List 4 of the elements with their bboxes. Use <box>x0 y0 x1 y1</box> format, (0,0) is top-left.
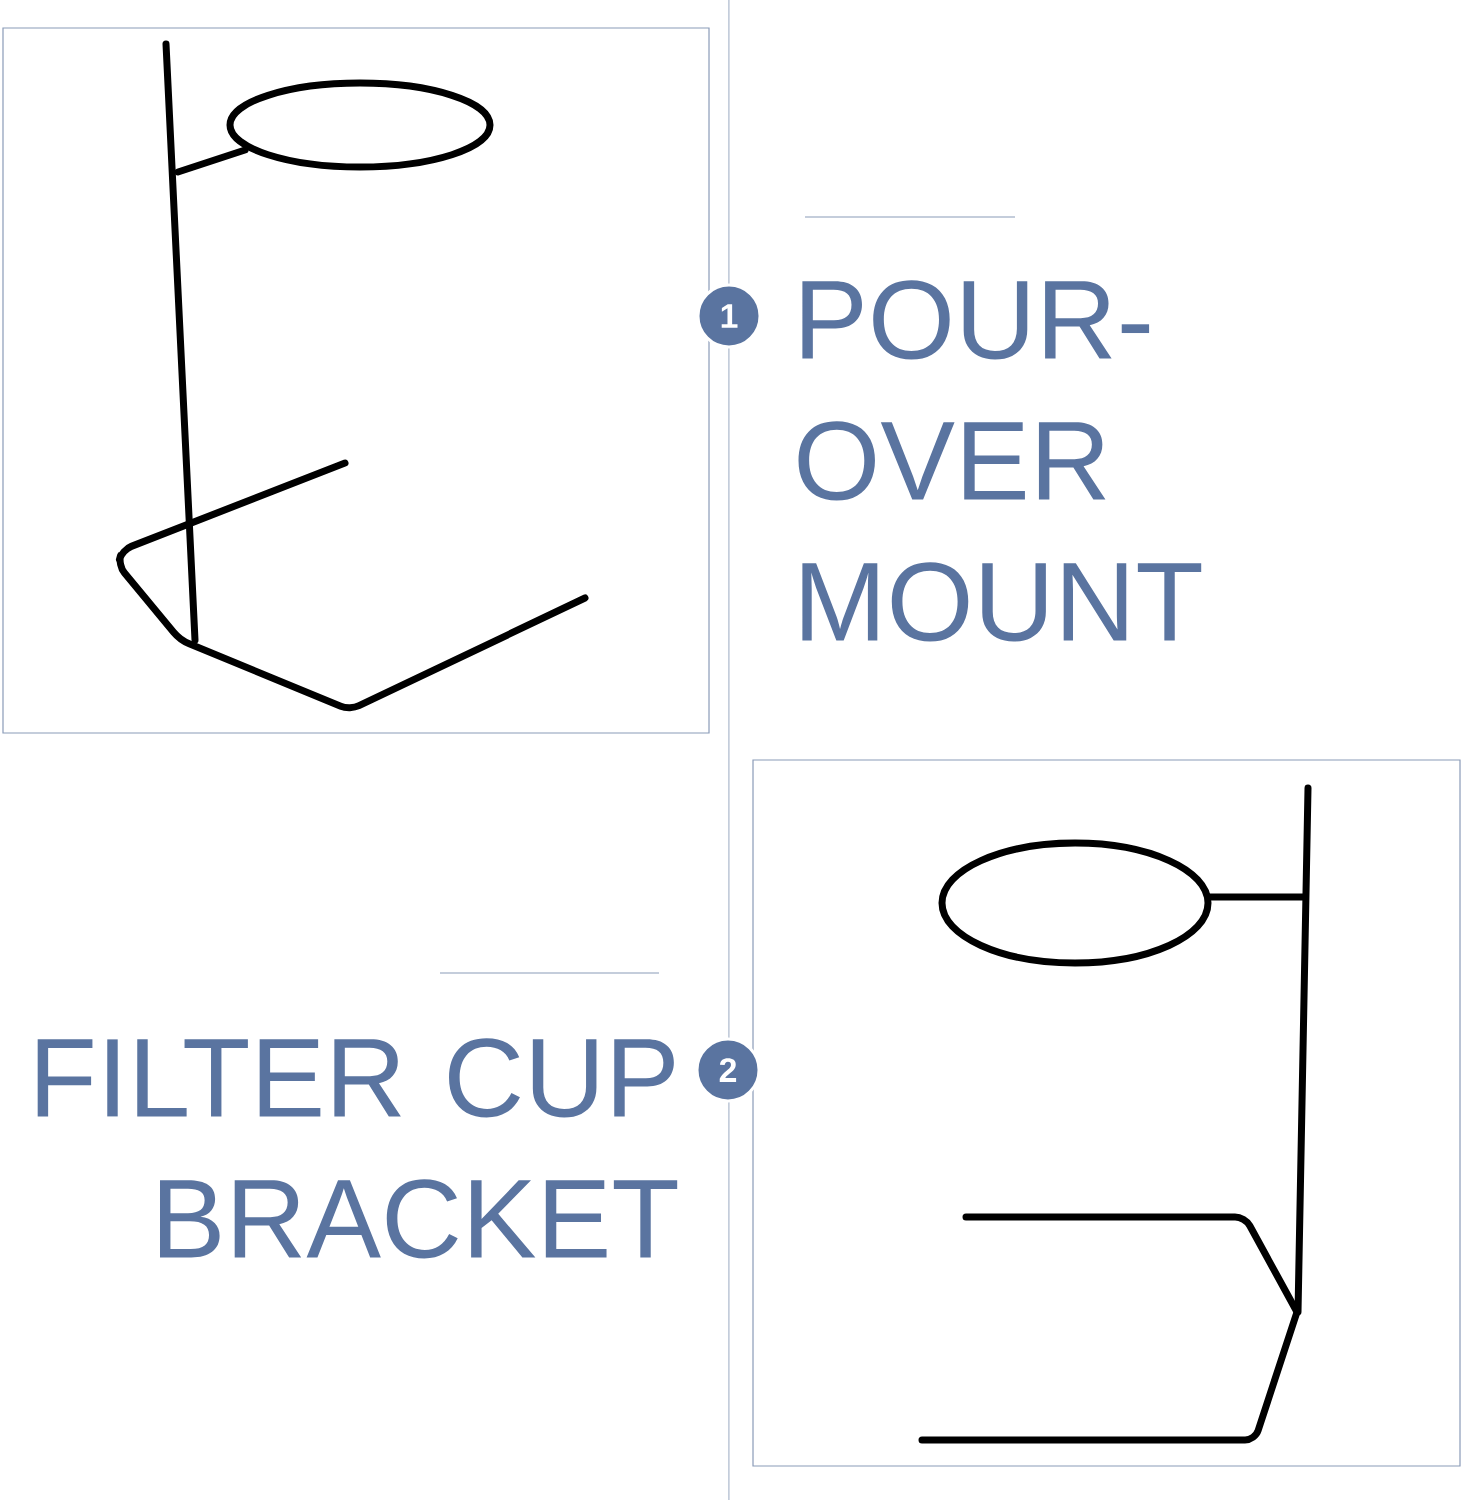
callout-number: 1 <box>696 283 762 349</box>
callout-number: 2 <box>695 1037 761 1103</box>
part-label: FILTER CUP BRACKET <box>37 1038 678 1259</box>
part-label: POUR-OVER MOUNT <box>798 280 1202 642</box>
